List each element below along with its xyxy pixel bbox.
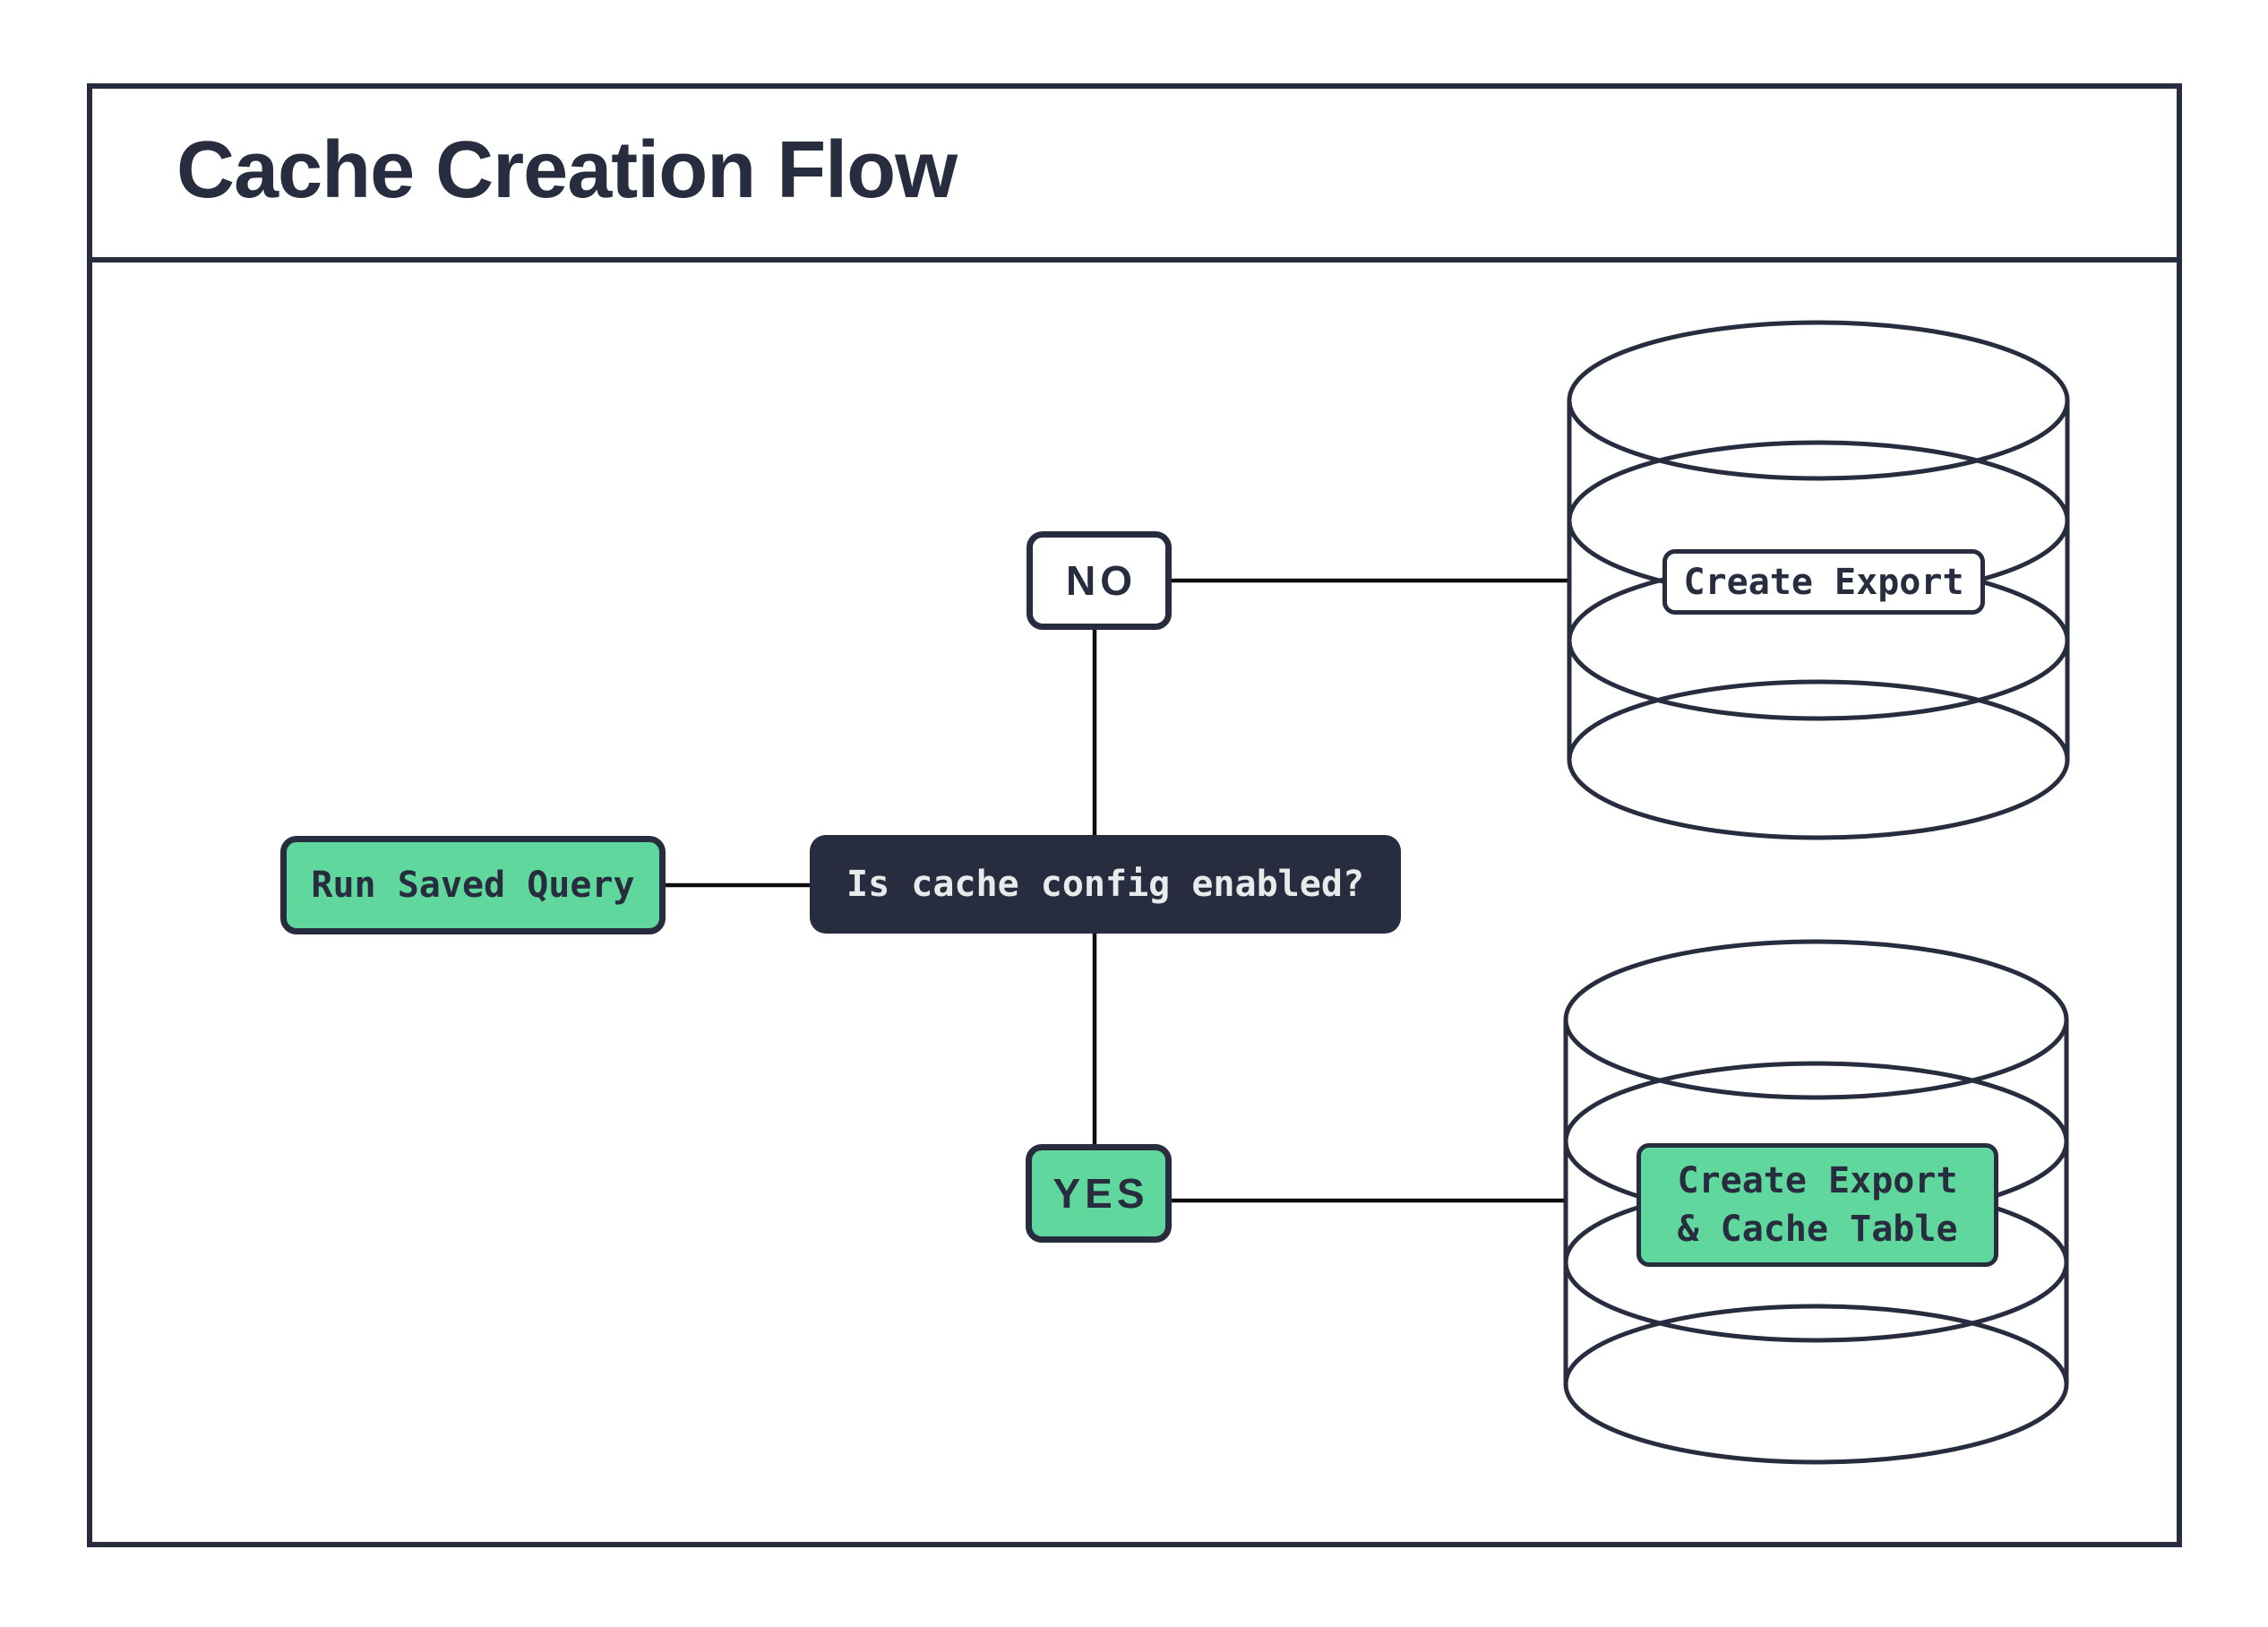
node-run-saved-query: Run Saved Query <box>280 836 666 934</box>
diagram-frame <box>87 83 2182 1547</box>
node-create-export-cache-table-line1: Create Export <box>1677 1160 1958 1201</box>
title-band: Cache Creation Flow <box>87 83 2182 263</box>
database-icon <box>1567 320 2070 840</box>
node-create-export-cache-table: Create Export & Cache Table <box>1637 1143 1998 1267</box>
node-branch-yes: YES <box>1026 1144 1172 1243</box>
node-branch-no-label: NO <box>1066 557 1137 604</box>
node-decision-label: Is cache config enabled? <box>846 864 1364 905</box>
node-create-export: Create Export <box>1662 549 1985 615</box>
node-branch-yes-label: YES <box>1052 1170 1149 1217</box>
page-title: Cache Creation Flow <box>176 125 958 215</box>
node-create-export-label: Create Export <box>1683 561 1964 603</box>
node-branch-no: NO <box>1027 531 1172 630</box>
connector-lines <box>665 578 1571 1203</box>
database-icon <box>1563 939 2069 1465</box>
node-run-saved-query-label: Run Saved Query <box>311 865 635 906</box>
node-create-export-cache-table-line2: & Cache Table <box>1677 1209 1958 1250</box>
node-decision-cache-config: Is cache config enabled? <box>810 835 1401 934</box>
